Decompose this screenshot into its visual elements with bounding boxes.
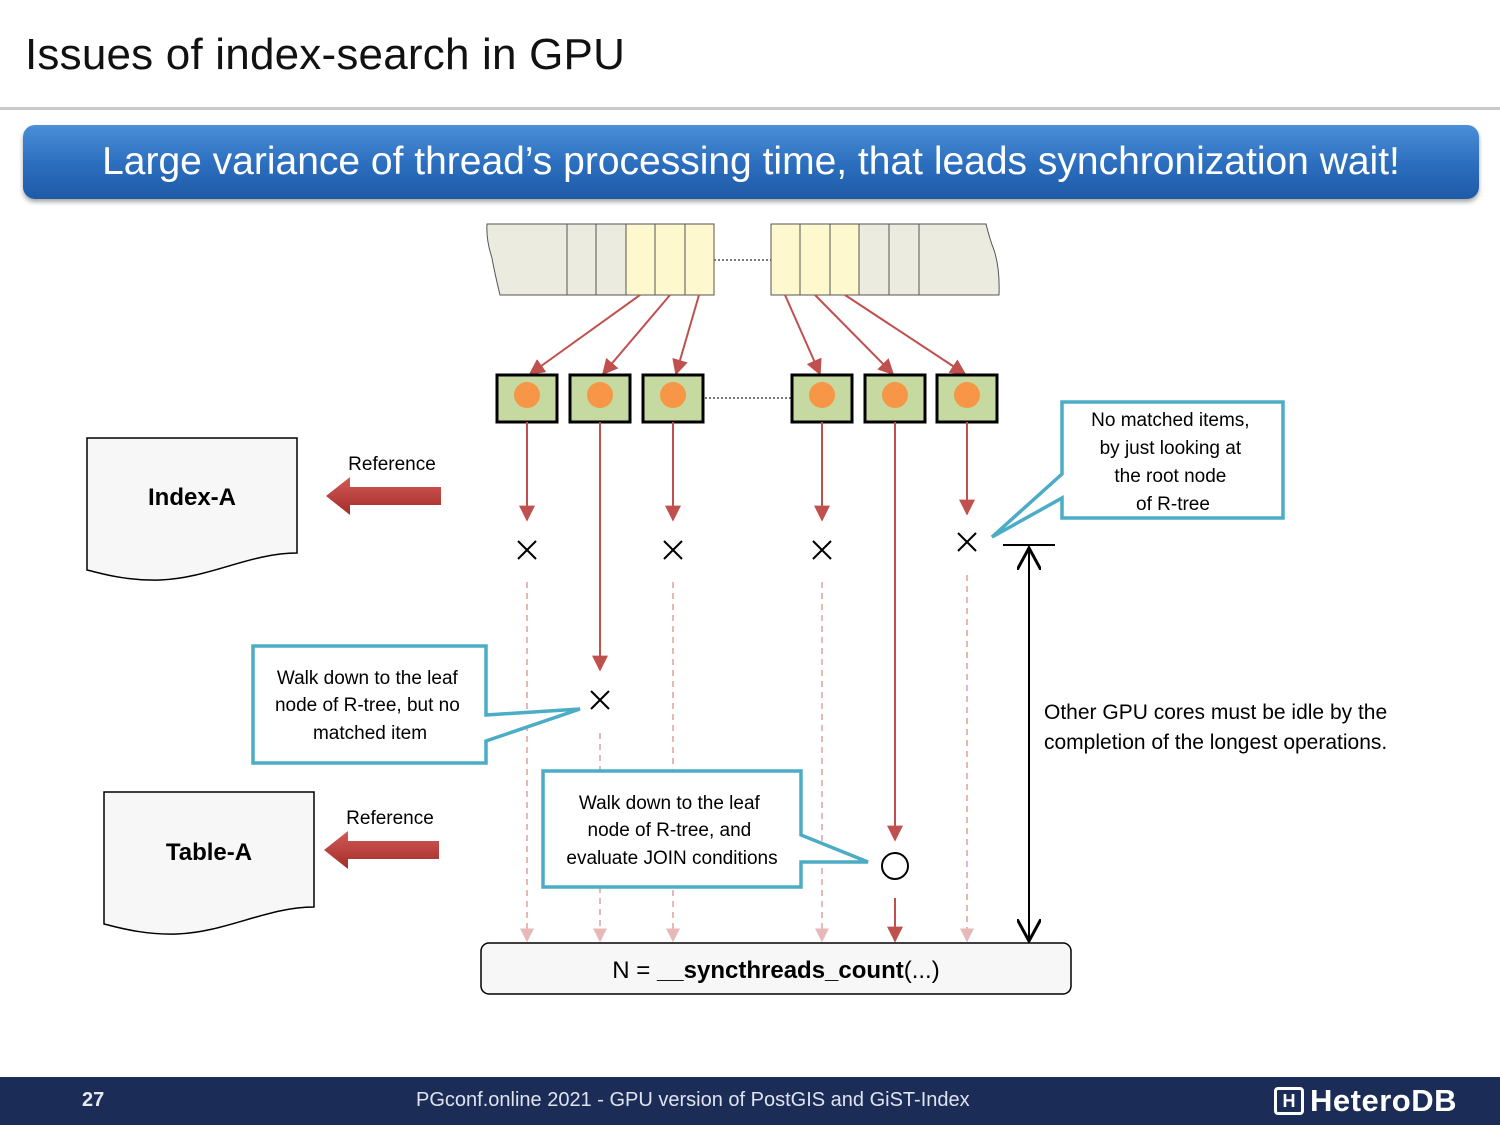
callout-join-line-3: evaluate JOIN conditions xyxy=(566,848,777,869)
gpu-index-search-diagram: Index-A Table-A Reference Reference No m… xyxy=(86,223,1393,995)
no-match-mark-5 xyxy=(957,532,977,552)
sync-suffix: (...) xyxy=(904,957,940,984)
thread-processing-arrows xyxy=(519,422,975,943)
sync-prefix: N = xyxy=(612,957,657,984)
table-a-label: Table-A xyxy=(166,839,252,866)
no-match-mark-3 xyxy=(663,540,683,560)
svg-text:Walk down to the leaf no: Walk down to the leaf node of R-tree, bu… xyxy=(275,668,465,744)
dispatch-arrows xyxy=(528,294,967,376)
reference-arrow-table xyxy=(324,831,439,869)
logo-mark-icon: H xyxy=(1274,1087,1304,1115)
gpu-core-6 xyxy=(935,373,999,424)
callout-root-line-1: No matched items, xyxy=(1091,410,1249,431)
index-a-document: Index-A xyxy=(86,437,298,581)
gpu-core-5 xyxy=(863,373,927,424)
footer-bar xyxy=(0,1077,1500,1125)
slide-title: Issues of index-search in GPU xyxy=(25,30,626,79)
idle-span-indicator xyxy=(1003,544,1055,941)
no-match-mark-2 xyxy=(590,690,610,710)
logo-text: HeteroDB xyxy=(1310,1083,1457,1118)
idle-note: Other GPU cores must be idle by the comp… xyxy=(1044,701,1393,754)
svg-text:No matched items, by jus: No matched items, by just looking at the… xyxy=(1091,410,1255,515)
callout-join-line-2: node of R-tree, and xyxy=(588,820,752,841)
callout-leaf-line-1: Walk down to the leaf xyxy=(277,668,459,689)
syncthreads-bar: N = __syncthreads_count(...) xyxy=(480,942,1072,995)
reference-arrow-index xyxy=(326,477,441,515)
svg-text:Walk down to the leaf no: Walk down to the leaf node of R-tree, an… xyxy=(566,793,777,869)
callout-join-line-1: Walk down to the leaf xyxy=(579,793,761,814)
table-a-document: Table-A xyxy=(103,791,315,935)
footer-caption: PGconf.online 2021 - GPU version of Post… xyxy=(416,1089,970,1111)
no-match-mark-4 xyxy=(812,540,832,560)
gpu-core-2 xyxy=(568,373,632,424)
callout-root-line-2: by just looking at xyxy=(1100,438,1242,459)
callout-root-line-3: the root node xyxy=(1114,466,1226,487)
heterodb-logo: H HeteroDB xyxy=(1274,1083,1457,1119)
match-mark xyxy=(881,852,909,880)
idle-note-line-1: Other GPU cores must be idle by the xyxy=(1044,701,1387,724)
idle-note-line-2: completion of the longest operations. xyxy=(1044,731,1387,754)
headline-banner: Large variance of thread’s processing ti… xyxy=(23,125,1479,199)
callout-leaf-line-2: node of R-tree, but no xyxy=(275,695,460,716)
data-array-left xyxy=(486,223,715,296)
page-number: 27 xyxy=(82,1089,105,1111)
no-match-mark-1 xyxy=(517,540,537,560)
svg-text:N = __syncthreads_count(...): N = __syncthreads_count(...) xyxy=(612,957,939,984)
index-a-label: Index-A xyxy=(148,484,236,511)
gpu-core-4 xyxy=(790,373,854,424)
callout-leaf-join: Walk down to the leaf node of R-tree, an… xyxy=(541,769,869,889)
gpu-core-3 xyxy=(641,373,705,424)
callout-root-node: No matched items, by just looking at the… xyxy=(990,400,1285,539)
callout-leaf-no-match: Walk down to the leaf node of R-tree, bu… xyxy=(251,644,581,765)
title-divider xyxy=(0,107,1500,110)
callout-leaf-line-3: matched item xyxy=(313,723,427,744)
data-array-right xyxy=(770,223,1000,296)
gpu-core-1 xyxy=(495,373,559,424)
reference-label-index: Reference xyxy=(348,454,436,475)
callout-root-line-4: of R-tree xyxy=(1136,494,1210,515)
sync-function: __syncthreads_count xyxy=(656,957,904,984)
reference-label-table: Reference xyxy=(346,808,434,829)
